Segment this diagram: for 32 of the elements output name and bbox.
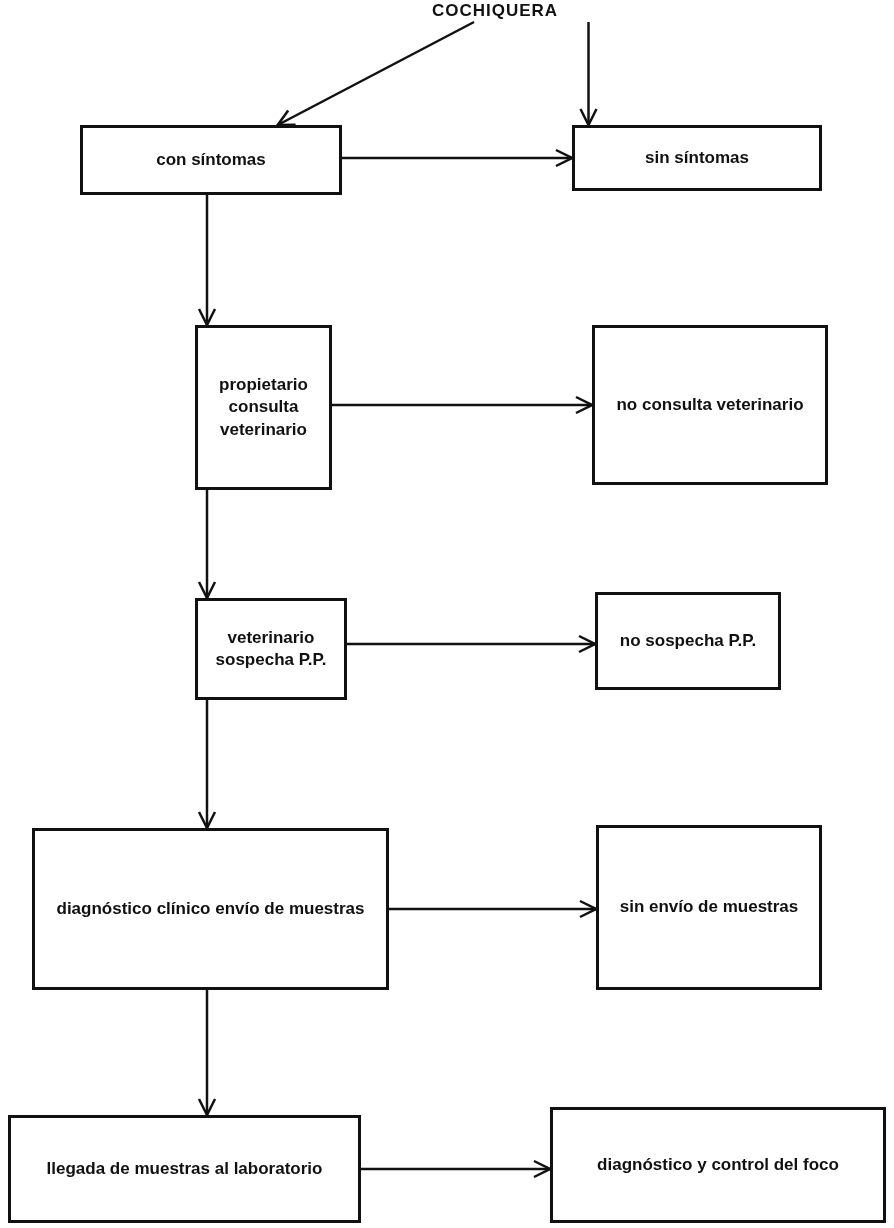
box-text: con síntomas xyxy=(156,148,266,171)
arrow xyxy=(276,20,475,127)
title-label: COCHIQUERA xyxy=(431,0,559,22)
box-text: veterinario sospecha P.P. xyxy=(214,626,328,671)
arrow xyxy=(197,490,217,600)
arrow xyxy=(361,1159,552,1179)
arrow xyxy=(389,899,598,919)
arrow xyxy=(197,990,217,1117)
process-box xyxy=(195,598,347,700)
arrow xyxy=(579,22,598,127)
box-text: llegada de muestras al laboratorio xyxy=(46,1157,323,1180)
box-text: sin envío de muestras xyxy=(619,896,799,919)
box-text: diagnóstico y control del foco xyxy=(597,1153,839,1176)
box-text: no sospecha P.P. xyxy=(619,629,757,652)
process-box xyxy=(596,825,822,990)
process-box xyxy=(80,125,342,195)
box-text: no consulta veterinario xyxy=(616,393,804,416)
process-box xyxy=(595,592,781,690)
arrow xyxy=(347,634,597,654)
box-text: diagnóstico clínico envío de muestras xyxy=(56,897,365,920)
process-box xyxy=(8,1115,361,1223)
process-box xyxy=(32,828,389,990)
process-box xyxy=(592,325,828,485)
process-box xyxy=(550,1107,886,1223)
box-text: sin síntomas xyxy=(645,146,749,169)
arrow xyxy=(342,148,574,168)
arrow xyxy=(332,395,594,415)
arrow xyxy=(197,195,217,327)
arrow xyxy=(197,700,217,830)
box-text: propietario consulta veterinario xyxy=(218,374,309,441)
process-box xyxy=(572,125,822,191)
process-box xyxy=(195,325,332,490)
